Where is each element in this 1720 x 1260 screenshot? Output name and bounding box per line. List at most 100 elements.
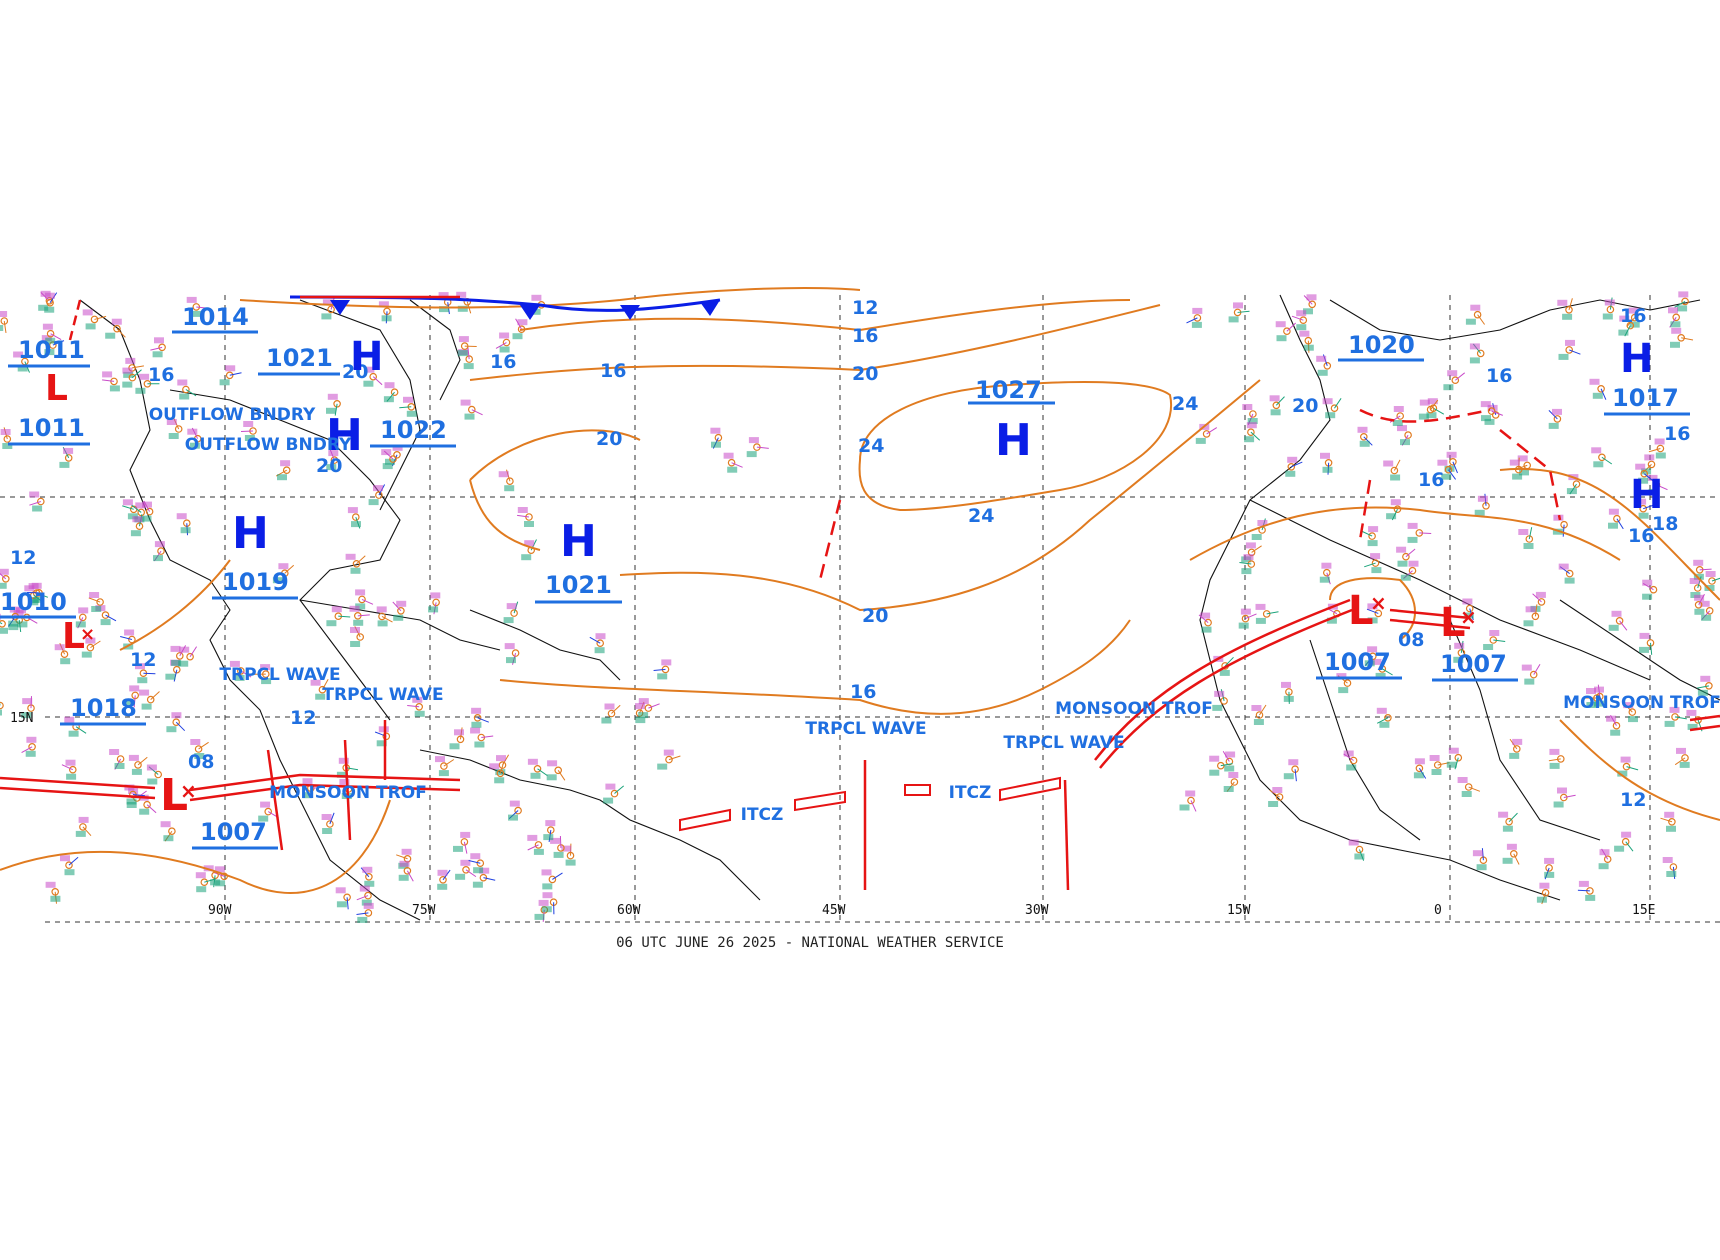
isobar-label: 24 [1172,393,1198,415]
station-circle [1537,598,1546,606]
station-circle [146,695,155,704]
wind-barb [465,869,477,878]
station-datum [524,540,535,547]
station-datum [542,892,553,899]
station-datum [1306,294,1317,301]
station-datum [1316,355,1327,362]
station-datum [142,501,152,508]
station-datum [258,815,269,822]
station-circle [1374,609,1383,618]
station-datum [661,659,672,666]
high-pressure-center[interactable]: H 1021 [258,334,383,380]
station-datum [126,798,137,805]
high-pressure-center[interactable]: H 1017 [1604,336,1690,416]
station-circle [1426,405,1435,414]
station-datum [179,393,190,400]
station-circle [1283,327,1291,336]
station-datum [78,607,89,614]
station-datum [33,596,44,603]
station-datum [315,693,326,700]
station-circle [143,800,151,809]
station-datum [1269,395,1280,402]
station-datum [392,444,403,451]
high-pressure-center[interactable]: H [1630,472,1663,518]
low-pressure-center[interactable]: L 1011 [8,336,90,409]
station-datum [1454,642,1465,649]
station-datum [1509,459,1520,466]
station-datum [1283,695,1294,702]
wind-barb [1600,388,1607,400]
high-pressure-center[interactable]: 1020 [1338,331,1424,362]
wind-barb [131,365,144,369]
station-datum [463,363,474,370]
tropical-wave-label: TRPCL WAVE [322,685,443,705]
high-pressure-center[interactable]: H 1019 [212,508,298,600]
station-datum [1371,658,1382,665]
high-pressure-center[interactable]: H 1027 [968,376,1055,466]
wind-barb [1548,758,1561,762]
low-pressure-center[interactable]: L × 1007 [1316,588,1402,680]
station-datum [152,351,163,358]
station-circle [1299,316,1308,325]
coastlines [79,294,1720,921]
station-circle [1681,754,1689,762]
wind-barb [185,389,197,397]
station-datum [45,337,56,344]
station-datum [381,315,392,322]
station-datum [403,396,413,403]
station-circle [158,343,166,352]
wind-barb [50,333,62,341]
low-pressure-center[interactable]: L × 1010 [0,588,95,657]
station-circle [1368,532,1376,540]
station-circle [1487,407,1496,415]
station-datum [29,491,40,498]
high-symbol: H [995,415,1032,466]
high-pressure-center[interactable]: H 1021 [535,516,622,604]
isobar-label: 24 [968,505,994,527]
station-datum [1608,522,1618,529]
station-datum [1599,849,1610,856]
station-datum [1585,894,1596,901]
station-circle [1572,480,1581,488]
station-datum [122,499,133,506]
lat-lon-grid [0,295,1720,923]
wind-barb [131,504,142,513]
station-datum [350,567,361,574]
station-circle [382,732,391,741]
station-circle [1628,708,1637,716]
wind-barb [120,636,132,640]
station-datum [474,741,485,748]
low-pressure-center[interactable]: L × 1007 [160,770,278,850]
station-datum [496,755,506,762]
wind-barb [1681,337,1694,341]
isobar-label: 20 [1292,395,1318,417]
station-datum [335,887,346,894]
wind-barb [29,501,41,506]
station-datum [1185,790,1196,797]
station-circle [0,701,4,710]
station-datum [9,606,20,613]
station-datum [1664,720,1675,727]
station-datum [383,396,394,403]
station-datum [1598,863,1609,870]
station-datum [546,774,557,781]
high-symbol: H [232,508,269,559]
station-datum [1469,357,1480,364]
station-datum [1299,330,1310,337]
station-circle [364,891,372,900]
station-circle [79,613,87,622]
station-datum [0,709,2,716]
station-circle [1396,412,1405,420]
station-circle [1621,837,1630,846]
low-pressure-center[interactable]: L × 1007 [1432,600,1518,682]
station-datum [663,749,674,756]
station-datum [85,637,96,644]
high-pressure-center[interactable]: H 1022 [326,410,456,461]
station-datum [506,657,516,664]
station-datum [1566,488,1577,495]
itcz-hatching [679,776,1061,832]
station-circle [318,685,327,694]
station-datum [711,441,721,448]
station-circle [1525,535,1534,543]
